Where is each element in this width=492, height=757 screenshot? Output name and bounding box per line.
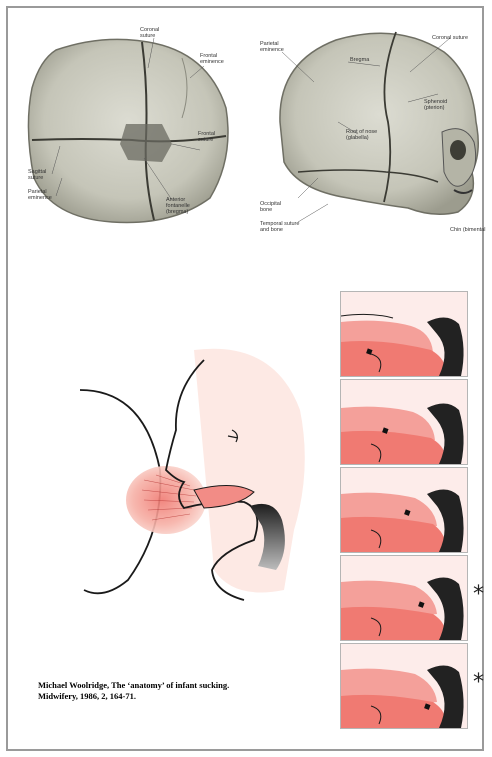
breastfeeding-illustration <box>44 330 314 630</box>
label-sagittal-suture: Sagittal suture <box>28 170 56 182</box>
label-coronal-suture-side: Coronal suture <box>432 36 468 42</box>
label-frontal-eminence: Frontal eminence <box>200 54 230 66</box>
skull-side-view <box>258 22 490 234</box>
label-bregma: Bregma <box>350 58 369 64</box>
sequence-panel-1 <box>340 291 468 377</box>
citation-line-1: Michael Woolridge, The ‘anatomy’ of infa… <box>38 680 338 691</box>
label-frontal-suture: Frontal suture <box>198 132 224 144</box>
panel-4-drawing <box>341 556 467 640</box>
label-coronal-suture-top: Coronal suture <box>140 28 168 40</box>
panel-3-drawing <box>341 468 467 552</box>
sequence-panel-4 <box>340 555 468 641</box>
asterisk-marker-2: * <box>473 672 484 694</box>
label-occipital-bone: Occipital bone <box>260 202 290 214</box>
label-parietal-eminence-side: Parietal eminence <box>260 42 290 54</box>
citation: Michael Woolridge, The ‘anatomy’ of infa… <box>38 680 338 702</box>
label-chin: Chin (bimental <box>450 228 485 234</box>
label-temporal-suture: Temporal suture and bone <box>260 222 300 234</box>
panel-1-drawing <box>341 292 467 376</box>
asterisk-marker-1: * <box>473 584 484 606</box>
citation-line-2: Midwifery, 1986, 2, 164-71. <box>38 691 338 702</box>
sequence-panel-2 <box>340 379 468 465</box>
panel-2-drawing <box>341 380 467 464</box>
panel-5-drawing <box>341 644 467 728</box>
sequence-panel-3 <box>340 467 468 553</box>
label-sphenoid: Sphenoid (pterion) <box>424 100 454 112</box>
skull-illustrations: Coronal suture Frontal eminence Frontal … <box>16 20 490 238</box>
label-parietal-eminence-top: Parietal eminence <box>28 190 60 202</box>
sequence-panel-5 <box>340 643 468 729</box>
label-anterior-fontanelle: Anterior fontanelle (bregma) <box>166 198 210 215</box>
label-root-of-nose: Root of nose (glabella) <box>346 130 378 142</box>
